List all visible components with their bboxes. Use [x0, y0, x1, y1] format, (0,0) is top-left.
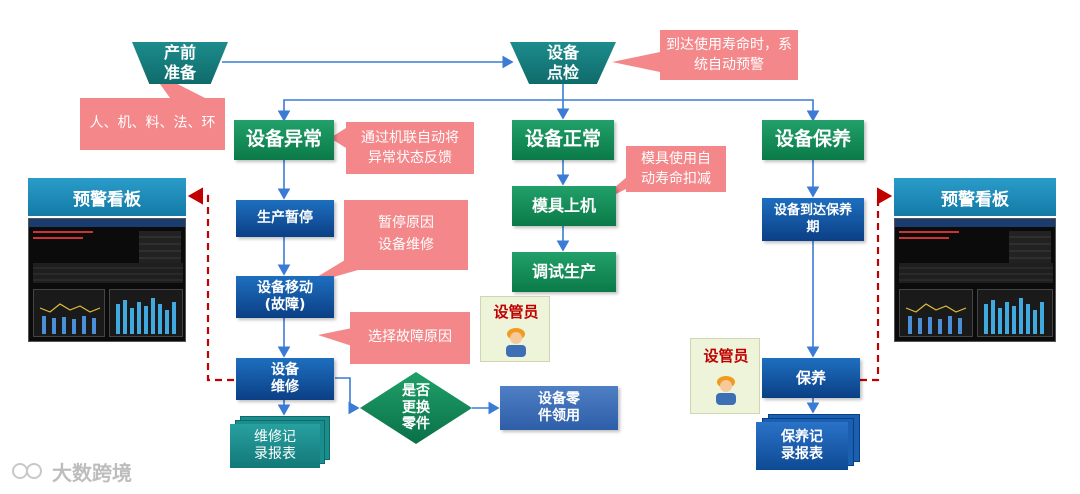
callout-fault-reason: 选择故障原因	[350, 312, 470, 364]
maintenance-node[interactable]: 设备保养	[762, 120, 864, 160]
left-board-line-pane	[33, 289, 105, 337]
upkeep-node[interactable]: 保养	[762, 358, 860, 398]
worker-icon	[506, 328, 526, 357]
replace-parts-decision-label: 是否 更换 零件	[402, 382, 430, 433]
repair-record-doc[interactable]: 维修记 录报表	[230, 416, 330, 468]
callout-auto-feedback: 通过机联自动将 异常状态反馈	[346, 122, 474, 174]
callout-people-machine: 人、机、料、法、环	[80, 98, 225, 150]
maintenance-due-node[interactable]: 设备到达保养 期	[762, 198, 864, 241]
normal-node[interactable]: 设备正常	[512, 120, 614, 160]
watermark-text: 大数跨境	[52, 460, 132, 485]
pre-production-node[interactable]: 产前 准备	[132, 42, 228, 84]
equipment-manager-card-1: 设管员	[480, 296, 550, 362]
right-board-screen	[894, 218, 1056, 342]
dashed-arrow-left-board	[187, 187, 234, 382]
left-board-bar-pane	[109, 289, 183, 337]
equipment-move-node[interactable]: 设备移动 (故障)	[236, 276, 334, 318]
equipment-manager-card-2: 设管员	[690, 338, 760, 414]
callout-life-warning: 到达使用寿命时，系 统自动预警	[660, 30, 798, 80]
repair-record-label: 维修记 录报表	[230, 424, 320, 468]
worker-icon	[716, 376, 736, 405]
callout-pause-reason: 暂停原因 设备维修	[344, 200, 468, 270]
left-board-title: 预警看板	[28, 178, 186, 216]
parts-requisition-node[interactable]: 设备零 件领用	[500, 386, 618, 430]
watermark-logo-icon	[12, 463, 42, 479]
trial-production-node[interactable]: 调试生产	[512, 252, 616, 292]
dashed-arrow-right-board	[860, 187, 893, 382]
mold-on-node[interactable]: 模具上机	[512, 186, 616, 226]
watermark: 大数跨境	[10, 456, 160, 486]
upkeep-record-label: 保养记 录报表	[756, 422, 848, 470]
equipment-repair-node[interactable]: 设备 维修	[236, 358, 334, 400]
arrow-repair-to-decision	[335, 377, 360, 415]
equipment-manager-label-1: 设管员	[493, 303, 539, 321]
upkeep-record-doc[interactable]: 保养记 录报表	[756, 414, 860, 472]
right-board-bar-pane	[977, 289, 1053, 337]
production-pause-node[interactable]: 生产暂停	[236, 200, 334, 237]
arrow-check-to-maintenance	[563, 99, 820, 122]
right-board-title: 预警看板	[894, 178, 1056, 216]
arrow-check-to-abnormal	[277, 99, 563, 122]
callout-mold-life: 模具使用自 动寿命扣减	[626, 146, 726, 192]
right-board-line-pane	[899, 289, 973, 337]
left-board-screen	[28, 218, 186, 342]
equipment-manager-label-2: 设管员	[703, 347, 749, 365]
abnormal-node[interactable]: 设备异常	[234, 120, 334, 160]
equipment-check-node[interactable]: 设备 点检	[510, 42, 616, 84]
